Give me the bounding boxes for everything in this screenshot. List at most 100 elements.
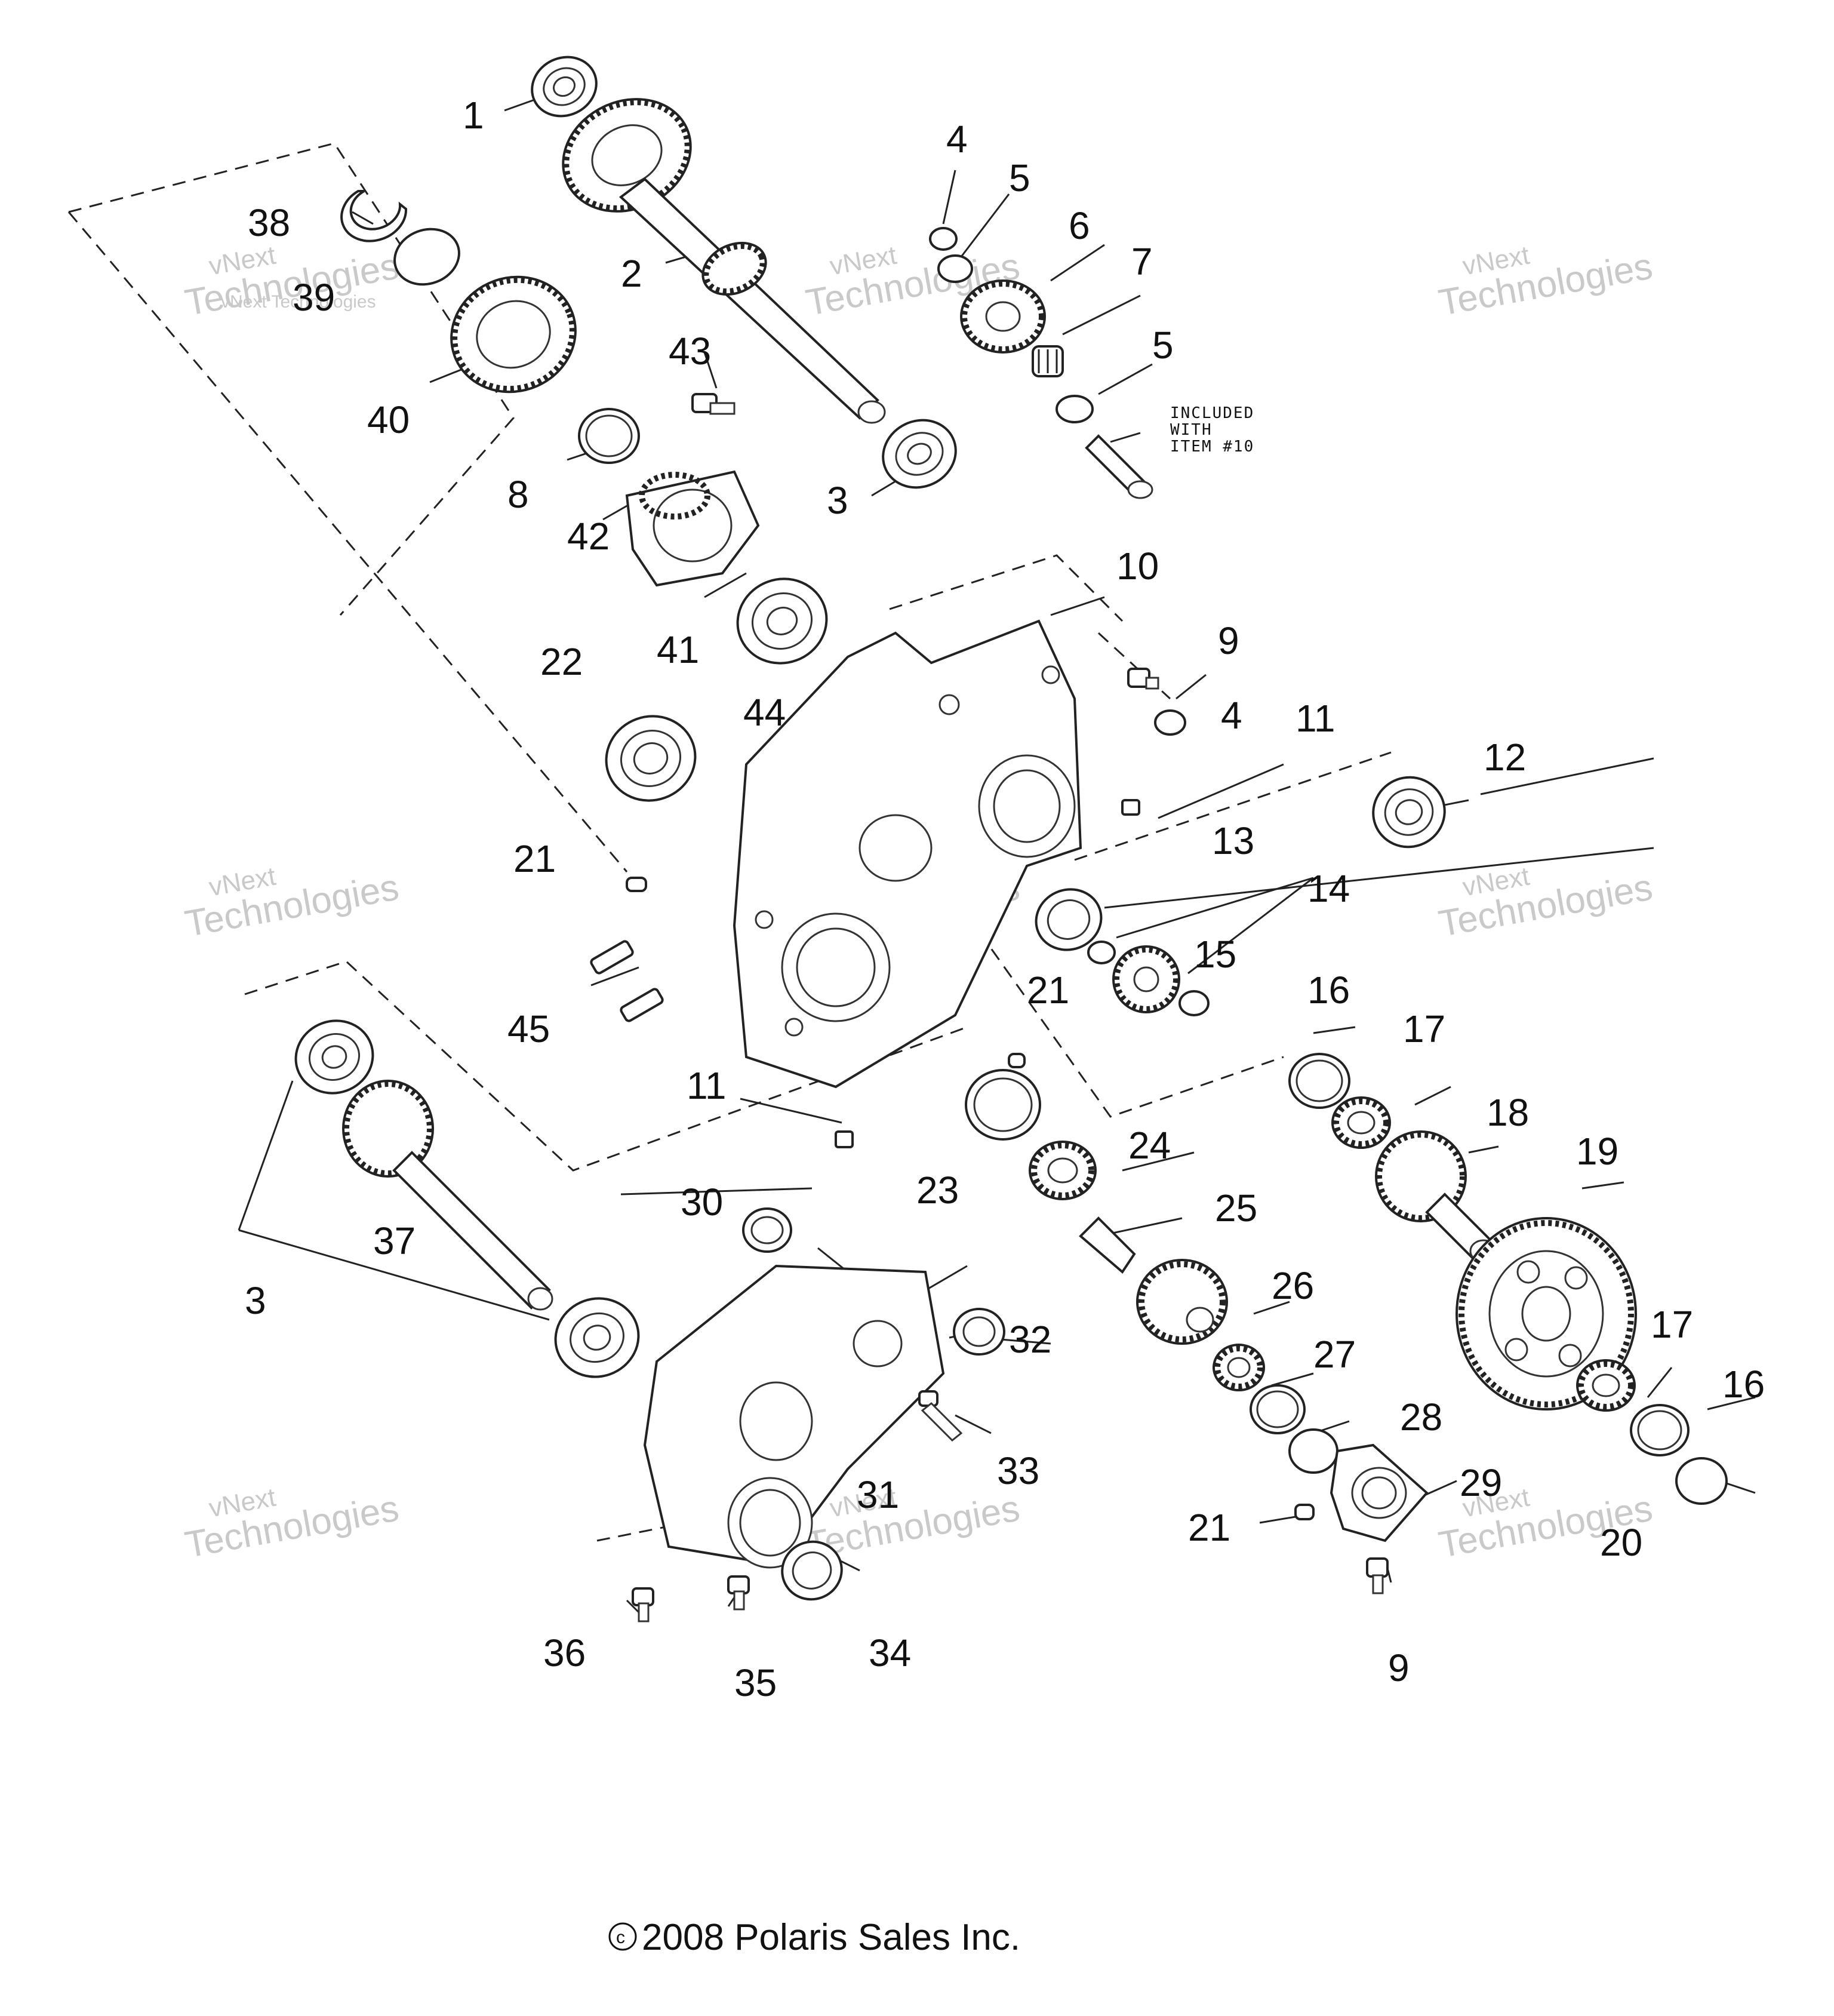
callout-39: 39	[293, 276, 335, 319]
bushing-8	[578, 408, 640, 464]
snap-ring-4-mid	[1154, 709, 1186, 736]
gear-6	[960, 279, 1046, 354]
callout-30: 30	[681, 1181, 723, 1224]
callout-21-left: 21	[513, 837, 556, 880]
screws-45	[590, 940, 664, 1022]
callout-5-top: 5	[1009, 156, 1030, 199]
callout-20: 20	[1600, 1521, 1642, 1564]
callout-12: 12	[1484, 736, 1526, 779]
case-cover-31	[643, 1264, 945, 1569]
callout-25: 25	[1215, 1187, 1257, 1230]
callout-9-top: 9	[1218, 619, 1239, 662]
plug-32	[953, 1308, 1005, 1356]
input-shaft-gear	[562, 98, 692, 213]
race-23	[965, 1069, 1041, 1141]
note-line-2: WITH	[1170, 421, 1213, 439]
callout-41: 41	[657, 628, 699, 671]
bolt-36	[632, 1587, 654, 1622]
bolt-9-top	[1127, 668, 1159, 690]
nut-11-lower	[835, 1130, 854, 1148]
race-16-top	[1288, 1053, 1350, 1109]
leader-lines	[238, 94, 1756, 1614]
callout-16-lower: 16	[1722, 1363, 1765, 1406]
pinion-gear-25	[1079, 1216, 1228, 1345]
callout-labels: 1 2 3 3 4 4 5 5 6 7 8 9 9 10 11 11 12 13…	[245, 94, 1765, 1704]
callout-33: 33	[997, 1449, 1039, 1492]
callout-10: 10	[1116, 545, 1159, 588]
ring-39	[393, 228, 460, 286]
snap-ring-14-lower	[1178, 990, 1210, 1016]
watermark-mid-left: vNext Technologies	[182, 862, 402, 945]
bearing-cap-29	[1330, 1443, 1429, 1542]
gear-40	[450, 275, 577, 394]
needle-bearing-30	[742, 1207, 792, 1253]
dowel-21-left	[626, 877, 647, 892]
dowel-21-right	[1294, 1504, 1315, 1520]
callout-29: 29	[1460, 1461, 1502, 1504]
bolt-33	[918, 1390, 963, 1442]
callout-38: 38	[248, 201, 290, 244]
callout-37: 37	[373, 1219, 416, 1262]
watermark-mid-right: vNext Technologies	[1436, 862, 1655, 945]
bearing-housing-42	[625, 470, 760, 587]
parts	[294, 56, 1728, 1622]
bolt-35	[727, 1575, 750, 1611]
bearing-3-lower	[554, 1297, 640, 1378]
callout-31: 31	[857, 1473, 899, 1516]
copyright: c 2008 Polaris Sales Inc.	[608, 1917, 1020, 1958]
callout-35: 35	[734, 1661, 777, 1704]
included-note: INCLUDED WITH ITEM #10	[1170, 404, 1254, 456]
callout-4-mid: 4	[1221, 694, 1242, 737]
callout-17-lower: 17	[1651, 1303, 1693, 1346]
callout-45: 45	[507, 1007, 550, 1050]
tapered-bearing-24	[1029, 1141, 1097, 1200]
shim-20	[1675, 1457, 1728, 1505]
callout-7: 7	[1131, 240, 1153, 283]
callout-1: 1	[463, 94, 484, 137]
shim-28	[1288, 1428, 1338, 1474]
tapered-bearing-17-lower	[1576, 1359, 1636, 1412]
snap-ring-4-top	[929, 227, 958, 251]
tapered-bearing-17-top	[1331, 1096, 1391, 1149]
callout-42: 42	[567, 515, 610, 558]
callout-8: 8	[507, 473, 529, 516]
callout-32: 32	[1009, 1318, 1051, 1361]
bearing-3-top	[882, 419, 957, 489]
callout-3-left: 3	[245, 1279, 266, 1322]
copyright-circle	[608, 1922, 637, 1951]
callout-2: 2	[621, 252, 642, 295]
callout-13: 13	[1212, 819, 1254, 862]
tapered-bearing-26	[1213, 1344, 1265, 1391]
copyright-symbol: c	[616, 1928, 625, 1947]
race-27	[1250, 1384, 1306, 1434]
note-line-3: ITEM #10	[1170, 438, 1254, 456]
callout-21-mid: 21	[1027, 969, 1069, 1012]
watermark-top-right: vNext Technologies	[1436, 241, 1655, 324]
dowel-21-mid	[1008, 1053, 1026, 1068]
callout-18: 18	[1487, 1091, 1529, 1134]
callout-5-lower: 5	[1152, 324, 1174, 367]
needle-bearing-7	[1032, 345, 1064, 377]
nut-11-top	[1121, 799, 1140, 816]
callout-3-top: 3	[827, 479, 848, 522]
callout-11-top: 11	[1296, 697, 1335, 740]
callout-9-lower: 9	[1388, 1646, 1410, 1689]
bolt-9-lower	[1366, 1557, 1389, 1594]
bearing-1	[531, 56, 598, 118]
washer-5-top	[937, 254, 973, 283]
bolt-43	[691, 393, 736, 415]
output-shaft-37	[342, 1080, 553, 1311]
callout-40: 40	[367, 398, 410, 441]
callout-21-right: 21	[1188, 1506, 1230, 1549]
gear-15	[1112, 945, 1180, 1013]
callout-14: 14	[1307, 867, 1350, 910]
callout-26: 26	[1272, 1264, 1314, 1307]
shaft-pin	[1085, 434, 1153, 499]
copyright-text: 2008 Polaris Sales Inc.	[642, 1917, 1020, 1958]
callout-34: 34	[869, 1631, 911, 1674]
callout-28: 28	[1400, 1396, 1442, 1439]
callout-11-lower: 11	[687, 1064, 726, 1107]
callout-27: 27	[1313, 1333, 1356, 1376]
callout-6: 6	[1069, 204, 1090, 247]
